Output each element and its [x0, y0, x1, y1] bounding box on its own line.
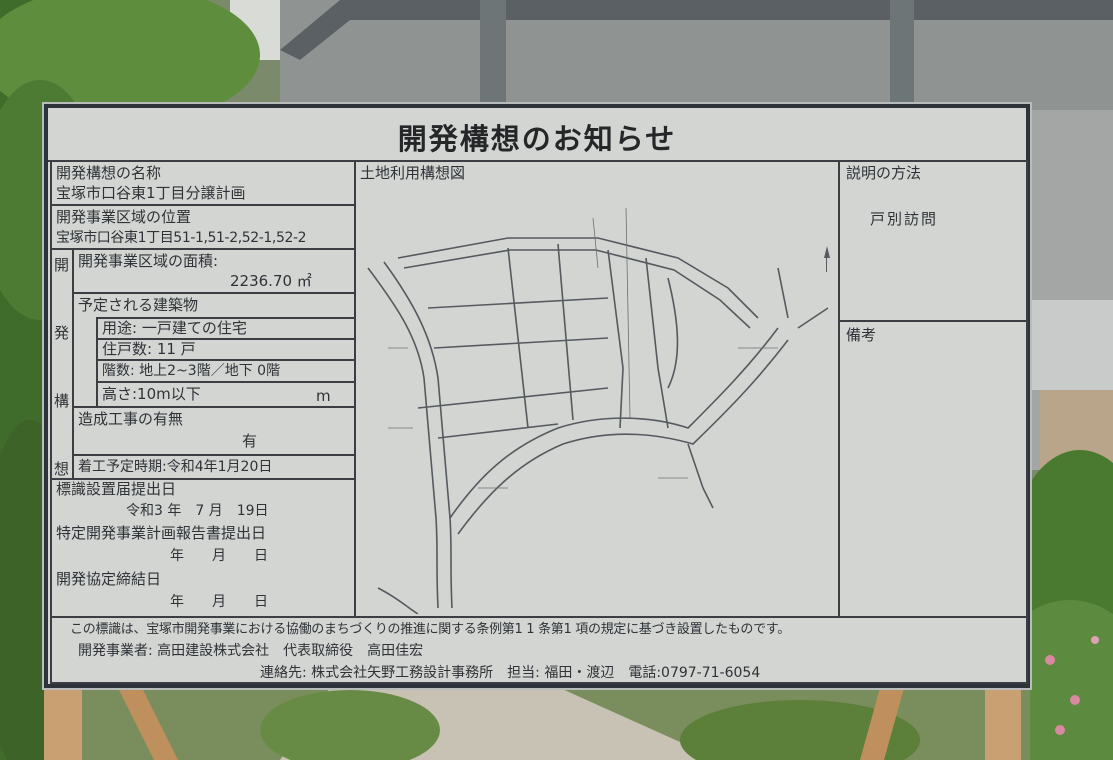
vertical-label-cell — [50, 248, 74, 480]
area-label: 開発事業区域の面積: — [78, 252, 219, 270]
floors-value: 階数: 地上2~3階／地下 0階 — [102, 363, 281, 379]
height-unit: m — [316, 387, 331, 405]
sign-title: 開発構想のお知らせ — [397, 122, 677, 156]
location-label: 開発事業区域の位置 — [56, 208, 192, 226]
land-use-label: 土地利用構想図 — [360, 164, 466, 182]
notice-date-label: 標識設置届提出日 — [56, 480, 177, 498]
vertical-char-1: 開 — [54, 256, 70, 274]
report-date-label: 特定開発事業計画報告書提出日 — [56, 524, 267, 542]
remarks-label: 備考 — [846, 326, 877, 344]
agreement-date-value: 年 月 日 — [170, 594, 268, 610]
area-value: 2236.70 ㎡ — [230, 272, 312, 290]
grading-label: 造成工事の有無 — [78, 410, 184, 428]
location-value: 宝塚市口谷東1丁目51-1,51-2,52-1,52-2 — [56, 230, 307, 246]
report-date-value: 年 月 日 — [170, 548, 268, 564]
footer-cell — [50, 616, 1028, 684]
land-use-map — [367, 207, 830, 614]
planned-building-label: 予定される建築物 — [78, 296, 199, 314]
vertical-char-2: 発 — [54, 324, 70, 342]
agreement-date-label: 開発協定締結日 — [56, 570, 162, 588]
units-value: 住戸数: 11 戸 — [102, 340, 196, 358]
footer-line-1: この標識は、宝塚市開発事業における協働のまちづくりの推進に関する条例第1 1 条… — [70, 622, 790, 637]
name-value: 宝塚市口谷東1丁目分譲計画 — [56, 184, 246, 202]
notice-date-value: 令和3 年 7 月 19日 — [126, 503, 269, 519]
method-value: 戸別訪問 — [870, 210, 939, 228]
start-date: 着工予定時期:令和4年1月20日 — [78, 459, 273, 475]
remarks-cell — [838, 320, 1028, 618]
vertical-char-4: 想 — [54, 460, 70, 478]
use-value: 用途: 一戸建ての住宅 — [102, 319, 247, 337]
name-label: 開発構想の名称 — [56, 164, 162, 182]
development-notice-sign: 開発構想のお知らせ 開発構想の名称 宝塚市口谷東1丁目分譲計画 開発事業区域の位… — [44, 104, 1030, 688]
footer-line-2: 開発事業者: 高田建設株式会社 代表取締役 高田佳宏 — [78, 643, 424, 659]
footer-line-3: 連絡先: 株式会社矢野工務設計事務所 担当: 福田・渡辺 電話:0797-71-… — [260, 665, 761, 681]
height-value: 高さ:10m以下 — [102, 385, 201, 403]
grading-value: 有 — [242, 432, 258, 450]
vertical-char-3: 構 — [54, 392, 70, 410]
method-label: 説明の方法 — [846, 164, 922, 182]
method-cell — [838, 160, 1028, 322]
